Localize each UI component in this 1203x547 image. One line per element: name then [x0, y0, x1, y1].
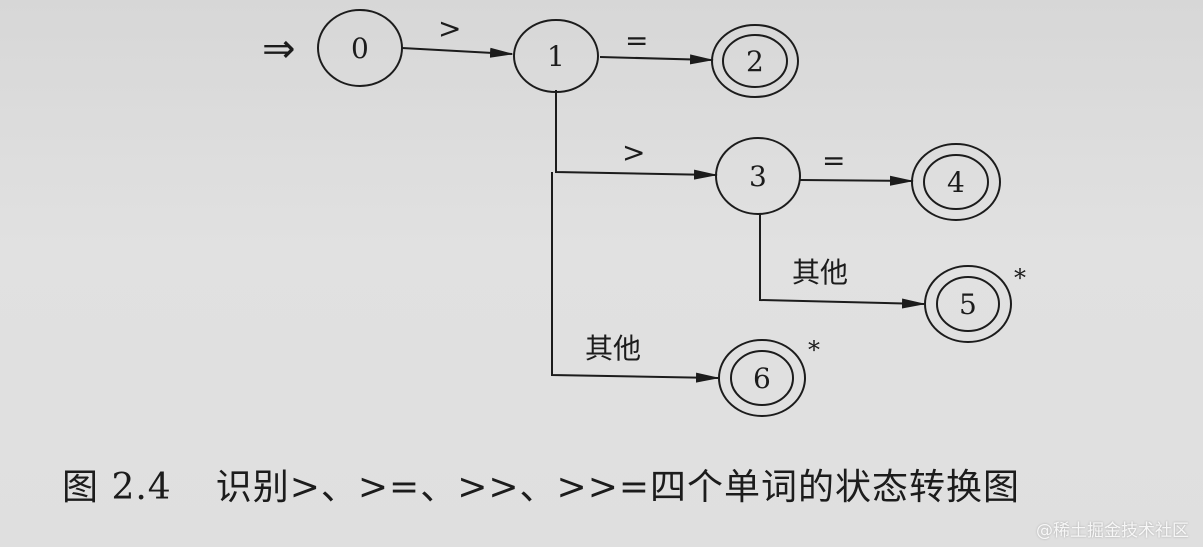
- edge-label-3-4: =: [822, 144, 845, 177]
- state-4-outer-circle: [911, 143, 1001, 221]
- state-1-circle: [513, 19, 599, 93]
- state-5-inner-circle: [936, 276, 1000, 332]
- state-2-outer-circle: [711, 24, 799, 98]
- edge-1-2: [599, 54, 714, 65]
- edge-1-6: [551, 172, 720, 383]
- state-4-label: 4: [947, 166, 965, 199]
- state-2-label: 2: [746, 45, 764, 78]
- state-1-label: 1: [547, 40, 565, 73]
- state-5-star-mark: *: [1014, 264, 1026, 292]
- edge-0-1: [401, 47, 514, 58]
- edge-label-1-6: 其他: [585, 332, 641, 365]
- edge-label-0-1: >: [438, 12, 461, 45]
- state-6-inner-circle: [730, 350, 794, 406]
- edge-label-3-5: 其他: [792, 256, 848, 289]
- figure-caption-text: 识别>、>=、>>、>>=四个单词的状态转换图: [215, 467, 1021, 508]
- figure-number: 图 2.4: [62, 467, 172, 508]
- figure-caption: 图 2.4 识别>、>=、>>、>>=四个单词的状态转换图: [62, 458, 1020, 510]
- state-6-star-mark: *: [808, 336, 820, 364]
- watermark: @稀土掘金技术社区: [1036, 521, 1189, 541]
- edge-3-5: [759, 215, 926, 309]
- edge-label-1-2: =: [625, 24, 648, 57]
- state-0-circle: [317, 9, 403, 87]
- edges: [401, 47, 926, 383]
- state-3-circle: [715, 137, 801, 215]
- edge-3-4: [799, 175, 914, 186]
- state-4-inner-circle: [923, 154, 989, 210]
- state-6-outer-circle: [718, 339, 806, 417]
- edge-1-3: [555, 90, 718, 180]
- state-5-label: 5: [959, 288, 977, 321]
- state-3-label: 3: [749, 160, 767, 193]
- start-marker: ⇒: [262, 26, 296, 72]
- state-2-inner-circle: [722, 34, 788, 88]
- state-5-outer-circle: [924, 265, 1012, 343]
- state-0-label: 0: [351, 32, 369, 65]
- state-6-label: 6: [753, 362, 771, 395]
- edge-label-1-3: >: [622, 136, 645, 169]
